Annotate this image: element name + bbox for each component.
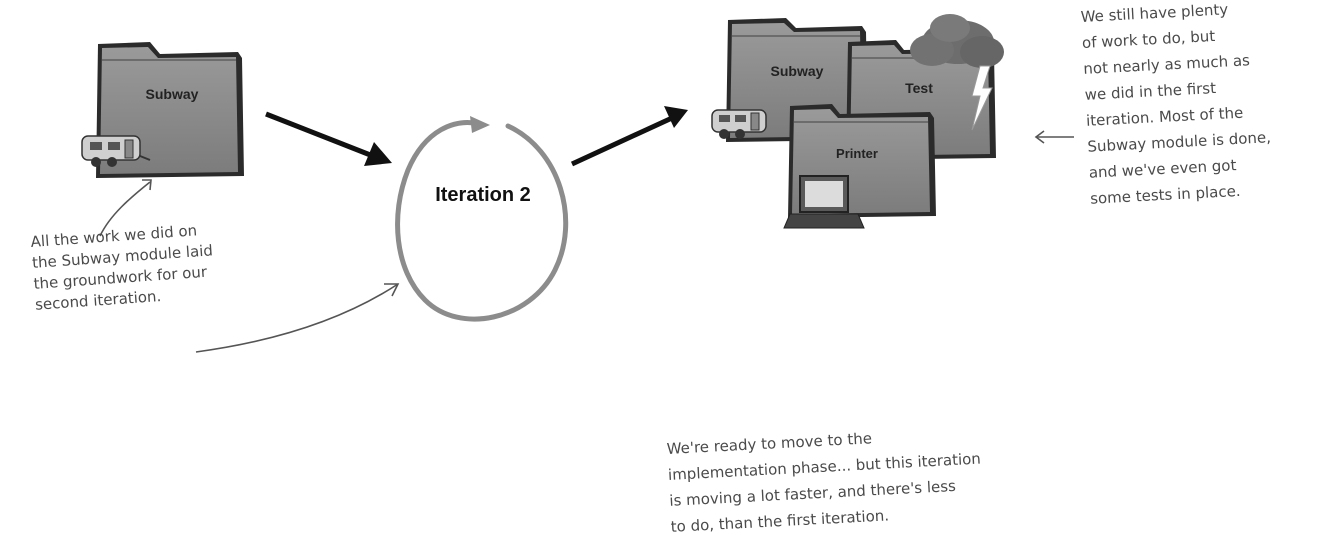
subway-folder-right-label: Subway	[752, 63, 842, 79]
storm-cloud-icon	[910, 14, 1004, 68]
test-folder-label: Test	[884, 80, 954, 96]
arrow-to-iteration	[266, 114, 392, 166]
arrow-to-result	[572, 106, 688, 164]
annotation-arrow-right	[1036, 131, 1074, 143]
printer-folder-label: Printer	[812, 146, 902, 161]
note-left: All the work we did on the Subway module…	[30, 219, 216, 315]
annotation-arrow-left-cycle	[196, 284, 398, 352]
iteration-label: Iteration 2	[398, 184, 568, 207]
iteration-cycle	[398, 116, 566, 319]
subway-folder-left-label: Subway	[122, 86, 222, 102]
note-right: We still have plenty of work to do, but …	[1080, 0, 1274, 212]
note-bottom: We're ready to move to the implementatio…	[666, 420, 984, 540]
